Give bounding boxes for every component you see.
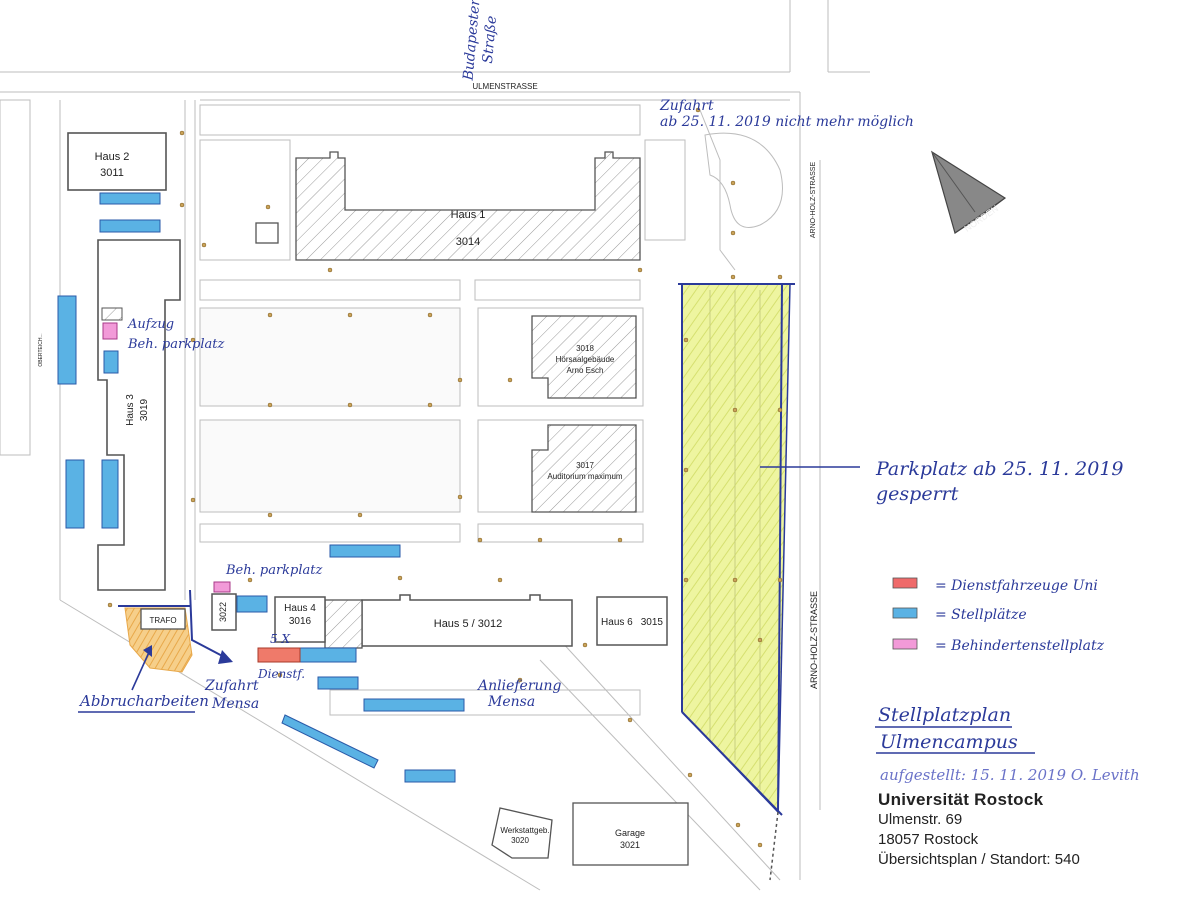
building-haus2[interactable]: Haus 2 3011: [67, 132, 167, 191]
haus2-code: 3011: [100, 167, 124, 179]
building-haus3[interactable]: Haus 3 3019: [97, 239, 181, 591]
disabled-parking-spots[interactable]: [101, 307, 231, 593]
building-haus6[interactable]: Haus 6 3015: [596, 596, 668, 646]
annotation-anlieferung: Anlieferung Mensa: [476, 678, 562, 710]
h3017-code: 3017: [576, 461, 594, 470]
street-ulmenstrasse: ULMENSTRASSE: [472, 82, 537, 91]
service-vehicle-spots[interactable]: [257, 647, 301, 663]
building-haus5[interactable]: Haus 5 / 3012: [324, 594, 573, 649]
legend-swatch-spots: [892, 607, 918, 619]
parkplatz-line1: Parkplatz ab 25. 11. 2019: [875, 458, 1124, 480]
annotation-beh-parkplatz: Beh. parkplatz: [225, 563, 323, 578]
anlieferung-line1: Anlieferung: [476, 678, 562, 694]
building-haus4[interactable]: Haus 4 3016: [274, 596, 326, 643]
building-haus1[interactable]: Haus 1 3014: [295, 151, 641, 261]
haus6-label: Haus 6 3015: [601, 617, 663, 628]
street-west-small: OBERTEICH...: [38, 333, 44, 366]
zufahrt-top-line2: ab 25. 11. 2019 nicht mehr möglich: [660, 114, 914, 130]
anlieferung-line2: Mensa: [487, 694, 535, 710]
building-3018[interactable]: 3018 Hörsaalgebäude Arno Esch: [531, 315, 637, 399]
small-building: [255, 222, 279, 244]
werkstatt-name: Werkstattgeb.: [500, 826, 549, 835]
legend-swatch-disabled: [892, 638, 918, 650]
annotation-dienstf: 5 X Dienstf.: [257, 632, 305, 681]
annotation-zufahrt-top: Zufahrt ab 25. 11. 2019 nicht mehr mögli…: [659, 98, 914, 130]
werkstatt-code: 3020: [511, 836, 529, 845]
haus6-code: 3015: [641, 617, 664, 628]
legend-label-spots: = Stellplätze: [935, 607, 1027, 623]
h3018-sub: Arno Esch: [567, 366, 604, 375]
parking-lot-closed[interactable]: [678, 283, 795, 881]
garage-code: 3021: [620, 840, 640, 850]
haus1-code: 3014: [456, 236, 480, 248]
grounds: [199, 104, 783, 716]
abbruch-text: Abbrucharbeiten: [78, 692, 209, 710]
university-name: Universität Rostock: [878, 790, 1044, 809]
dienstf-label: Dienstf.: [257, 667, 305, 681]
street-arno-holz-small: ARNO-HOLZ-STRASSE: [810, 162, 817, 239]
legend-swatch-service: [892, 577, 918, 589]
legend-label-service: = Dienstfahrzeuge Uni: [935, 578, 1098, 594]
plan-location: Übersichtsplan / Standort: 540: [878, 851, 1080, 868]
building-3022[interactable]: 3022: [211, 593, 237, 631]
haus2-name: Haus 2: [95, 151, 130, 163]
legend-label-disabled: = Behindertenstellplatz: [935, 638, 1105, 654]
garage-name: Garage: [615, 828, 645, 838]
h3022-code: 3022: [218, 602, 228, 622]
haus3-code: 3019: [139, 398, 150, 421]
zufahrt-mensa-line1: Zufahrt: [204, 678, 259, 694]
haus1-name: Haus 1: [451, 209, 486, 221]
building-garage[interactable]: Garage 3021: [572, 802, 689, 866]
aufzug-line1: Aufzug: [127, 317, 174, 332]
zufahrt-mensa-line2: Mensa: [211, 696, 259, 712]
title-created: aufgestellt: 15. 11. 2019 O. Levith: [880, 766, 1140, 784]
haus4-name: Haus 4: [284, 603, 316, 614]
lamp-dots: [107, 107, 783, 848]
address-street: Ulmenstr. 69: [878, 811, 963, 828]
h3018-code: 3018: [576, 344, 594, 353]
dienstf-count: 5 X: [270, 632, 290, 646]
legend: = Dienstfahrzeuge Uni = Stellplätze = Be…: [892, 577, 1105, 654]
haus3-name: Haus 3: [125, 394, 136, 426]
annotation-parkplatz: Parkplatz ab 25. 11. 2019 gesperrt: [760, 458, 1124, 505]
info-block: Universität Rostock Ulmenstr. 69 18057 R…: [878, 790, 1178, 870]
compass-icon: NORDEN: [930, 150, 1007, 234]
annotation-aufzug: Aufzug Beh. parkplatz: [127, 317, 225, 352]
title-line1: Stellplatzplan: [878, 704, 1011, 726]
trafo-name: TRAFO: [149, 616, 176, 625]
zufahrt-top-line1: Zufahrt: [659, 98, 714, 114]
h3018-name: Hörsaalgebäude: [556, 355, 615, 364]
title-line2: Ulmencampus: [880, 731, 1018, 753]
street-arno-holz-large: ARNO-HOLZ-STRASSE: [809, 591, 819, 689]
title-block: Stellplatzplan Ulmencampus aufgestellt: …: [875, 704, 1140, 784]
annotation-abbruch: Abbrucharbeiten: [78, 605, 209, 713]
parking-spots[interactable]: [57, 192, 465, 783]
building-3017[interactable]: 3017 Auditorium maximum: [531, 424, 637, 513]
building-werkstatt[interactable]: Werkstattgeb. 3020: [491, 807, 553, 859]
haus5-name: Haus 5 / 3012: [434, 618, 503, 630]
address-city: 18057 Rostock: [878, 831, 979, 848]
h3017-name: Auditorium maximum: [547, 472, 622, 481]
street-budapester-line1: Budapester: [460, 0, 483, 82]
aufzug-line2: Beh. parkplatz: [127, 337, 225, 352]
haus4-code: 3016: [289, 616, 312, 627]
parkplatz-line2: gesperrt: [876, 483, 959, 505]
street-budapester-line2: Straße: [480, 15, 500, 64]
haus6-name: Haus 6: [601, 617, 633, 628]
annotation-zufahrt-mensa: Zufahrt Mensa: [189, 589, 259, 712]
building-trafo[interactable]: TRAFO: [124, 607, 193, 673]
